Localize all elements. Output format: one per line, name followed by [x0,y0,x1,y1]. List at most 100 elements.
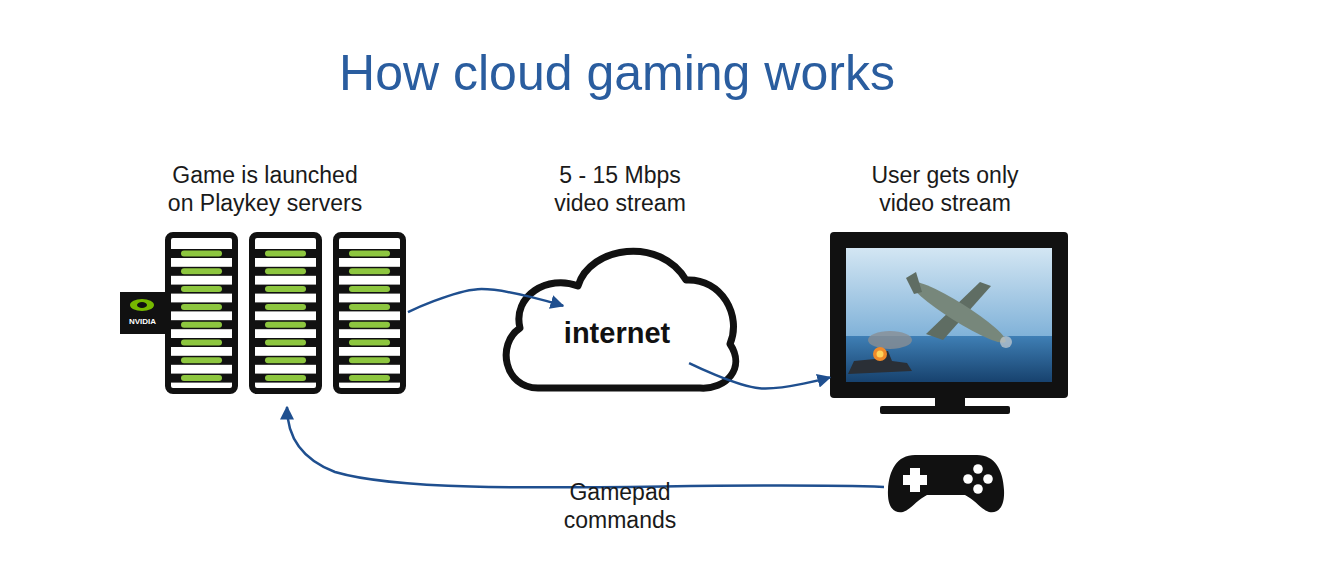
monitor-screen [830,232,1068,416]
rack-frame [168,235,235,391]
propeller [1000,336,1012,348]
node-heading: Game is launched on Playkey servers [161,161,369,217]
slot-light [349,340,390,346]
internet-cloud [490,232,742,396]
slot-bar [255,249,316,258]
game-screenshot [846,248,1052,382]
slot-bar [339,374,400,383]
node-heading: User gets only video stream [850,161,1040,217]
gamepad-command-line [287,407,884,487]
slot-bar [339,356,400,365]
explosion [873,347,887,361]
slot-bar [171,374,232,383]
flow-arrow [689,363,830,388]
slot-bar [171,285,232,294]
slot-light [181,340,222,346]
slot-bar [255,356,316,365]
server-slot [339,285,400,294]
monitor-screen-graphic [830,232,1068,416]
node-heading: 5 - 15 Mbps video stream [545,161,695,217]
server-slot [255,302,316,311]
slot-light [181,357,222,363]
slot-bar [171,356,232,365]
slot-light [349,357,390,363]
diagram-node: 5 - 15 Mbps video stream internet [480,161,750,397]
server-slot [255,285,316,294]
slot-light [265,322,306,328]
slot-bar [255,267,316,276]
slot-bar [339,285,400,294]
server-rack [252,235,319,391]
slot-bar [339,302,400,311]
gamepad-icon [888,455,1004,512]
slot-light [349,286,390,292]
monitor-base [880,406,1010,414]
slot-light [349,375,390,381]
slot-bar [171,267,232,276]
slot-bar [255,285,316,294]
slot-light [265,357,306,363]
flow-arrow [408,289,563,312]
plane-fuselage [906,275,1011,350]
explosion [877,351,884,358]
slot-bar [339,338,400,347]
ship [848,351,912,374]
server-slot [255,356,316,365]
server-rack [336,235,403,391]
server-slot [255,320,316,329]
slot-bar [255,320,316,329]
server-slot [339,249,400,258]
gamepad-body [888,455,1004,512]
badge-plate [120,292,165,334]
gamepad-button [973,484,983,494]
server-slot [255,338,316,347]
slot-light [265,268,306,274]
slot-bar [171,249,232,258]
slot-light [349,322,390,328]
slot-light [265,251,306,257]
monitor-bezel [830,232,1068,398]
slot-light [181,375,222,381]
diagram-node: User gets only video stream [820,161,1080,417]
cloud-outline [506,251,736,388]
slot-bar [255,338,316,347]
slot-light [265,375,306,381]
slot-light [181,322,222,328]
diagram-title: How cloud gaming works [217,43,1017,103]
smoke [868,331,912,349]
slot-bar [339,320,400,329]
badge-eye [130,299,154,311]
slot-bar [255,374,316,383]
slot-light [265,340,306,346]
server-slot [339,356,400,365]
server-slot [171,338,232,347]
slot-light [181,286,222,292]
slot-light [265,286,306,292]
server-slot [255,249,316,258]
server-slot [171,285,232,294]
server-slot [339,320,400,329]
server-slot [339,267,400,276]
slot-light [181,251,222,257]
slot-bar [171,338,232,347]
slot-light [265,304,306,310]
server-slot [339,338,400,347]
cloud-label: internet [542,315,692,351]
server-slot [255,374,316,383]
server-slot [171,320,232,329]
server-slot [171,267,232,276]
nvidia-badge [120,292,165,334]
internet-cloud-graphic [490,232,742,396]
diagram-node: Game is launched on Playkey servers [110,161,420,397]
server-slot [255,267,316,276]
slot-bar [339,267,400,276]
server-slot [339,374,400,383]
server-racks [120,232,410,396]
gamepad-button [963,474,973,484]
gamepad-button [983,474,993,484]
slot-bar [339,249,400,258]
server-slot [171,249,232,258]
rack-frame [336,235,403,391]
connector-label: Gamepad commands [550,478,690,534]
